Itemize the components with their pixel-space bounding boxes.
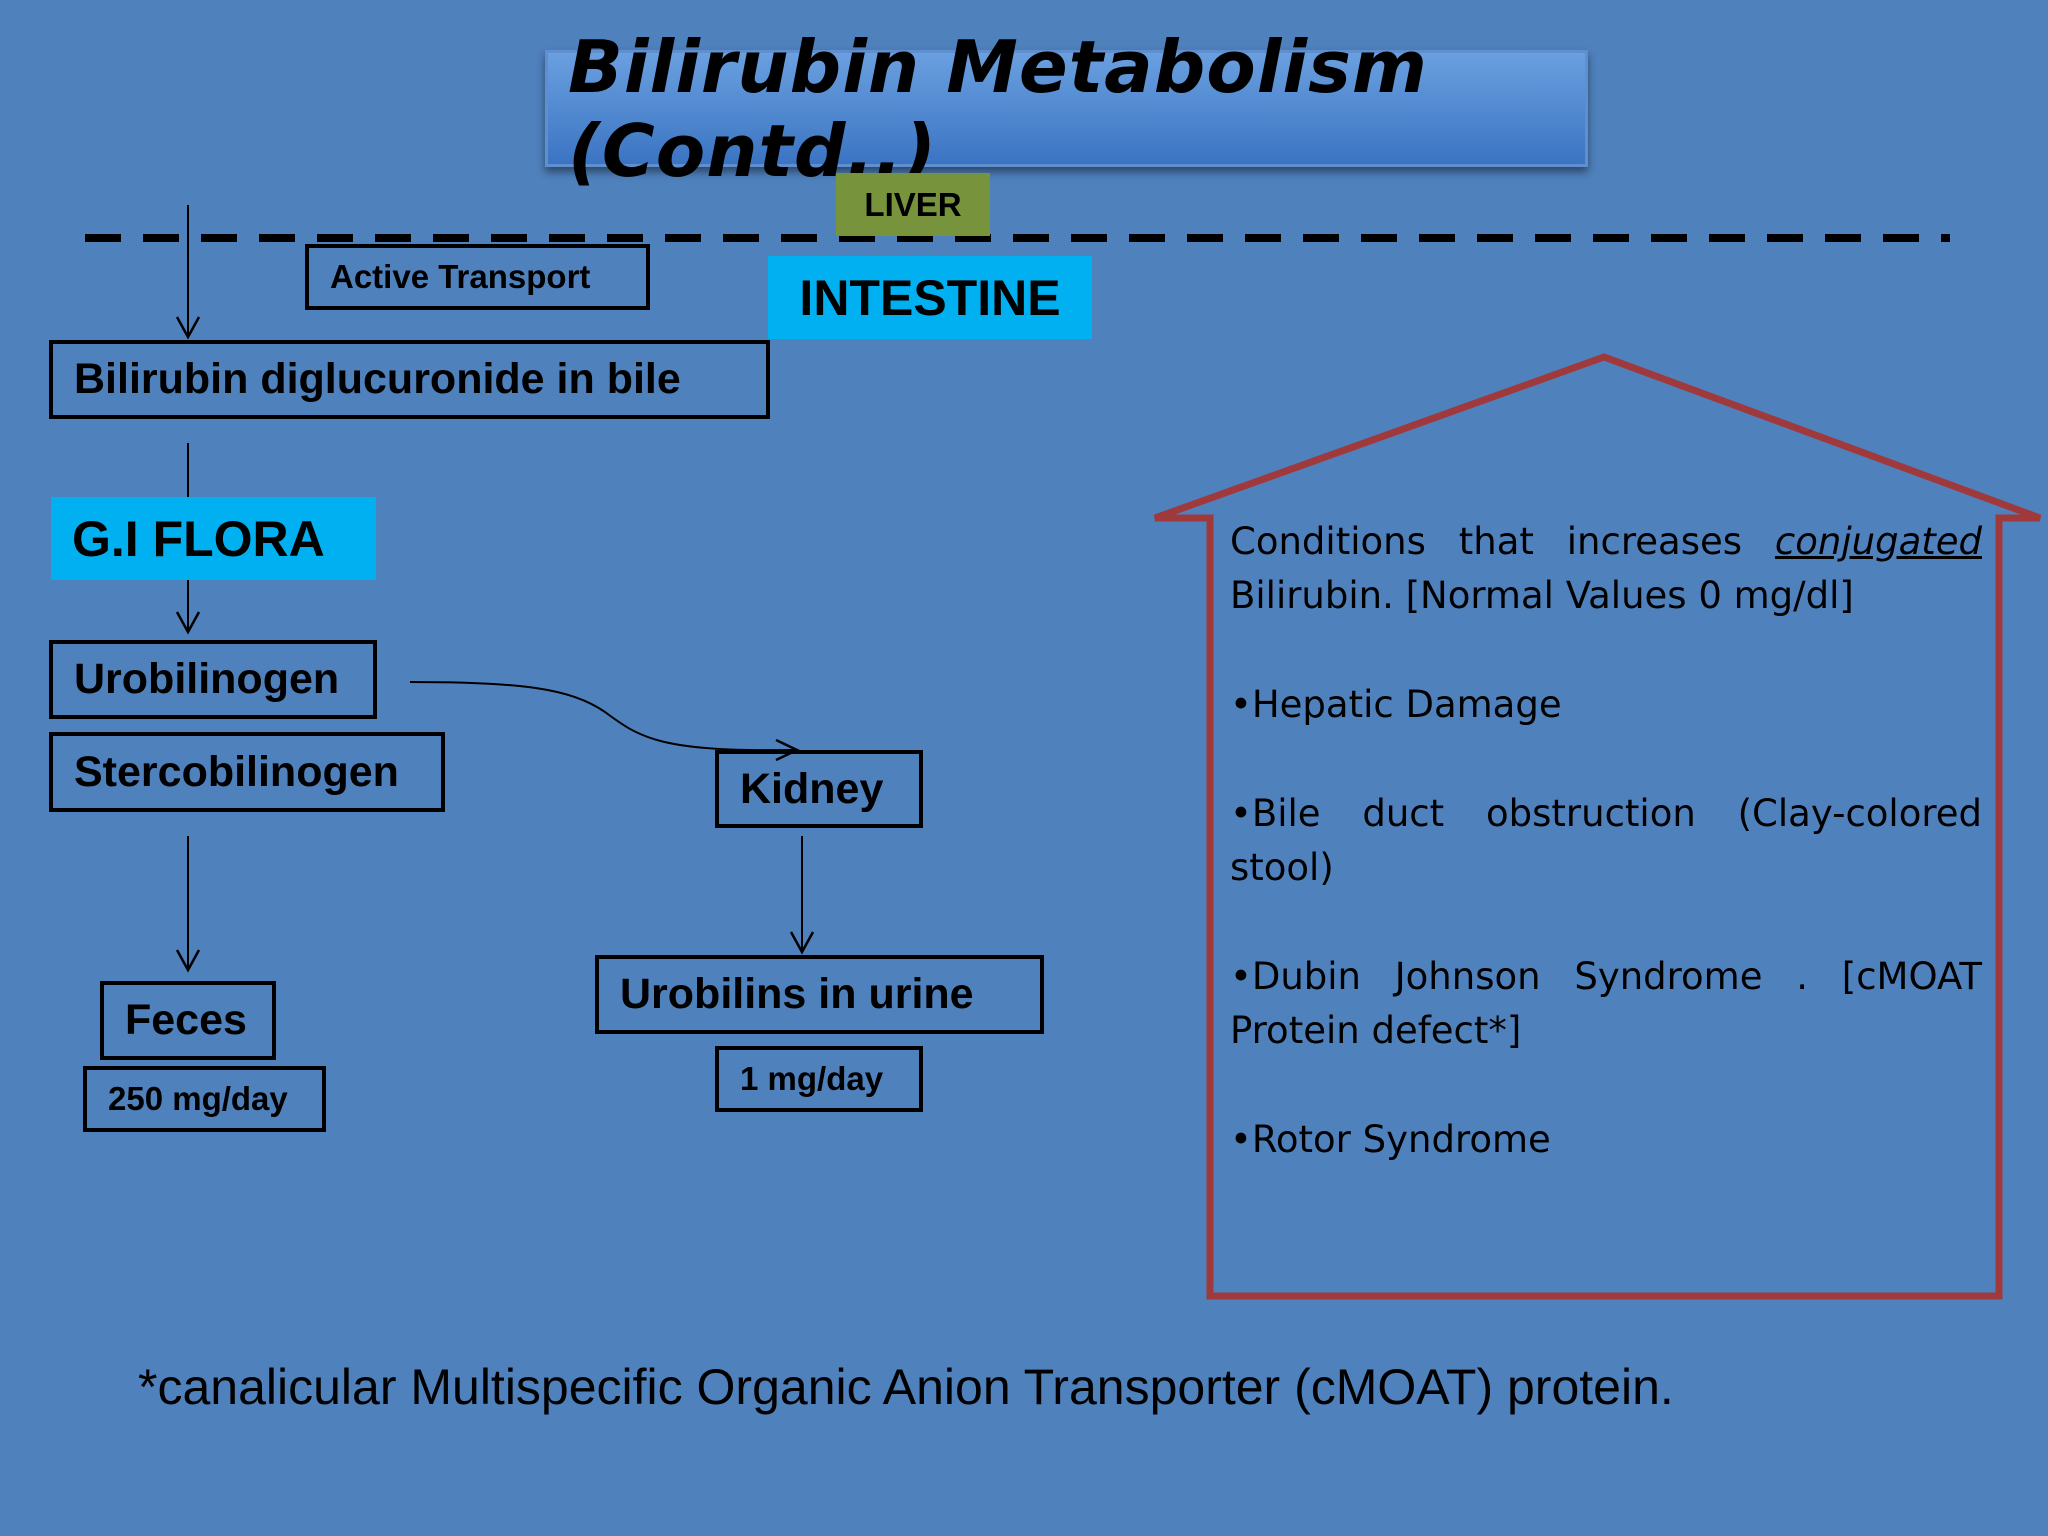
condition-item: •Bile duct obstruction (Clay-colored sto… <box>1230 792 1982 889</box>
footnote: *canalicular Multispecific Organic Anion… <box>138 1359 1674 1415</box>
conditions-intro: Conditions that increases conjugated Bil… <box>1230 520 1982 617</box>
urine-amount-box: 1 mg/day <box>715 1046 923 1112</box>
bullet: • <box>1230 792 1252 835</box>
arrowhead-urobilinogen <box>175 611 201 635</box>
bullet: • <box>1230 683 1252 726</box>
liver-label: LIVER <box>836 173 990 236</box>
arrow-urobilinogen-to-kidney <box>409 681 796 752</box>
stercobilinogen-box: Stercobilinogen <box>49 732 445 812</box>
conditions-panel: Conditions that increases conjugated Bil… <box>1230 515 1982 1175</box>
condition-item: •Rotor Syndrome <box>1230 1118 1551 1161</box>
feces-amount-box: 250 mg/day <box>83 1066 326 1132</box>
arrowhead-feces <box>175 949 201 973</box>
arrowhead-urine <box>789 931 815 955</box>
arrowhead-bile <box>175 316 201 340</box>
gi-flora-label: G.I FLORA <box>51 497 376 580</box>
condition-item: •Dubin Johnson Syndrome . [cMOAT Protein… <box>1230 955 1982 1052</box>
urobilinogen-box: Urobilinogen <box>49 640 377 719</box>
urobilins-in-urine-box: Urobilins in urine <box>595 955 1044 1034</box>
house-outline <box>1153 353 2042 1300</box>
intestine-label: INTESTINE <box>768 256 1092 339</box>
active-transport-box: Active Transport <box>305 244 650 310</box>
conjugated-emphasis: conjugated <box>1774 520 1982 563</box>
kidney-box: Kidney <box>715 750 923 828</box>
condition-item: •Hepatic Damage <box>1230 683 1562 726</box>
slide-title: Bilirubin Metabolism (Contd..) <box>545 25 1588 193</box>
bilirubin-diglucuronide-box: Bilirubin diglucuronide in bile <box>49 340 770 419</box>
bullet: • <box>1230 1118 1252 1161</box>
bullet: • <box>1230 955 1252 998</box>
feces-box: Feces <box>100 981 276 1060</box>
